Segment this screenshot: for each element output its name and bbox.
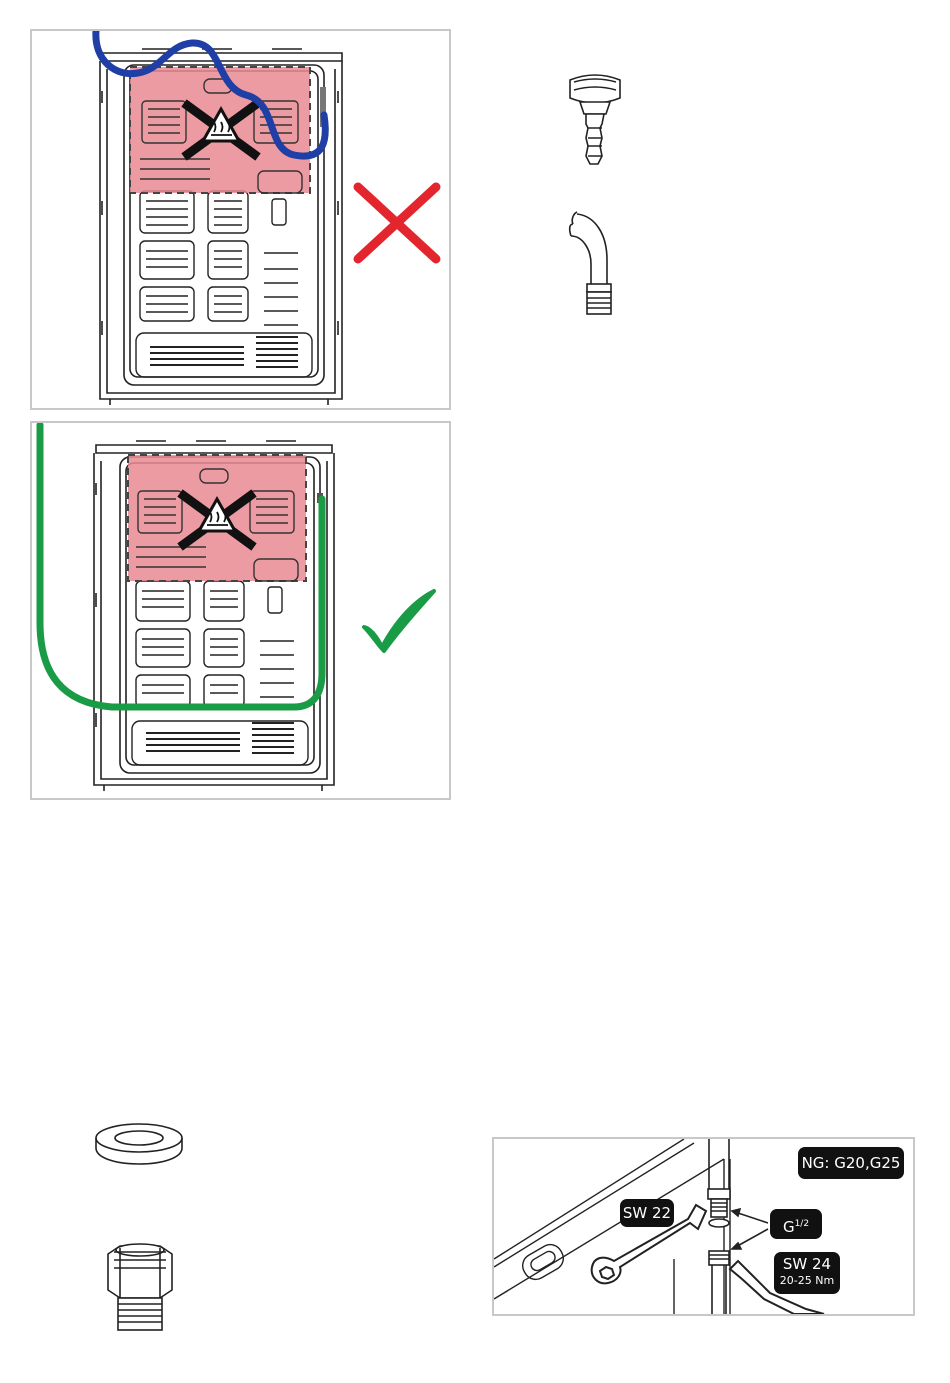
hose-nozzle-icon xyxy=(560,68,630,168)
correct-routing-panel xyxy=(30,421,451,800)
torque-text: 20-25 Nm xyxy=(774,1275,840,1287)
thread-exponent-text: 1/2 xyxy=(795,1219,809,1229)
sw24-text: SW 24 xyxy=(774,1256,840,1273)
thread-size-label: G1/2 xyxy=(770,1209,822,1239)
gas-type-text: NG: G20,G25 xyxy=(802,1154,901,1172)
sealing-washer-icon xyxy=(92,1120,186,1168)
sw22-text: SW 22 xyxy=(623,1204,671,1222)
connection-detail-panel: NG: G20,G25 SW 22 G1/2 SW 24 20-25 Nm xyxy=(492,1137,915,1316)
gas-type-label: NG: G20,G25 xyxy=(798,1147,904,1179)
threaded-adapter-icon xyxy=(100,1240,180,1336)
incorrect-routing-panel xyxy=(30,29,451,410)
thread-base-text: G xyxy=(783,1218,795,1236)
oven-rear-view-incorrect xyxy=(32,31,449,408)
elbow-pipe-icon xyxy=(565,210,625,320)
sw22-label: SW 22 xyxy=(620,1199,674,1227)
green-check-icon xyxy=(364,591,434,651)
sw24-label: SW 24 20-25 Nm xyxy=(774,1252,840,1294)
red-cross-icon xyxy=(358,187,436,259)
oven-rear-view-correct xyxy=(32,423,449,798)
